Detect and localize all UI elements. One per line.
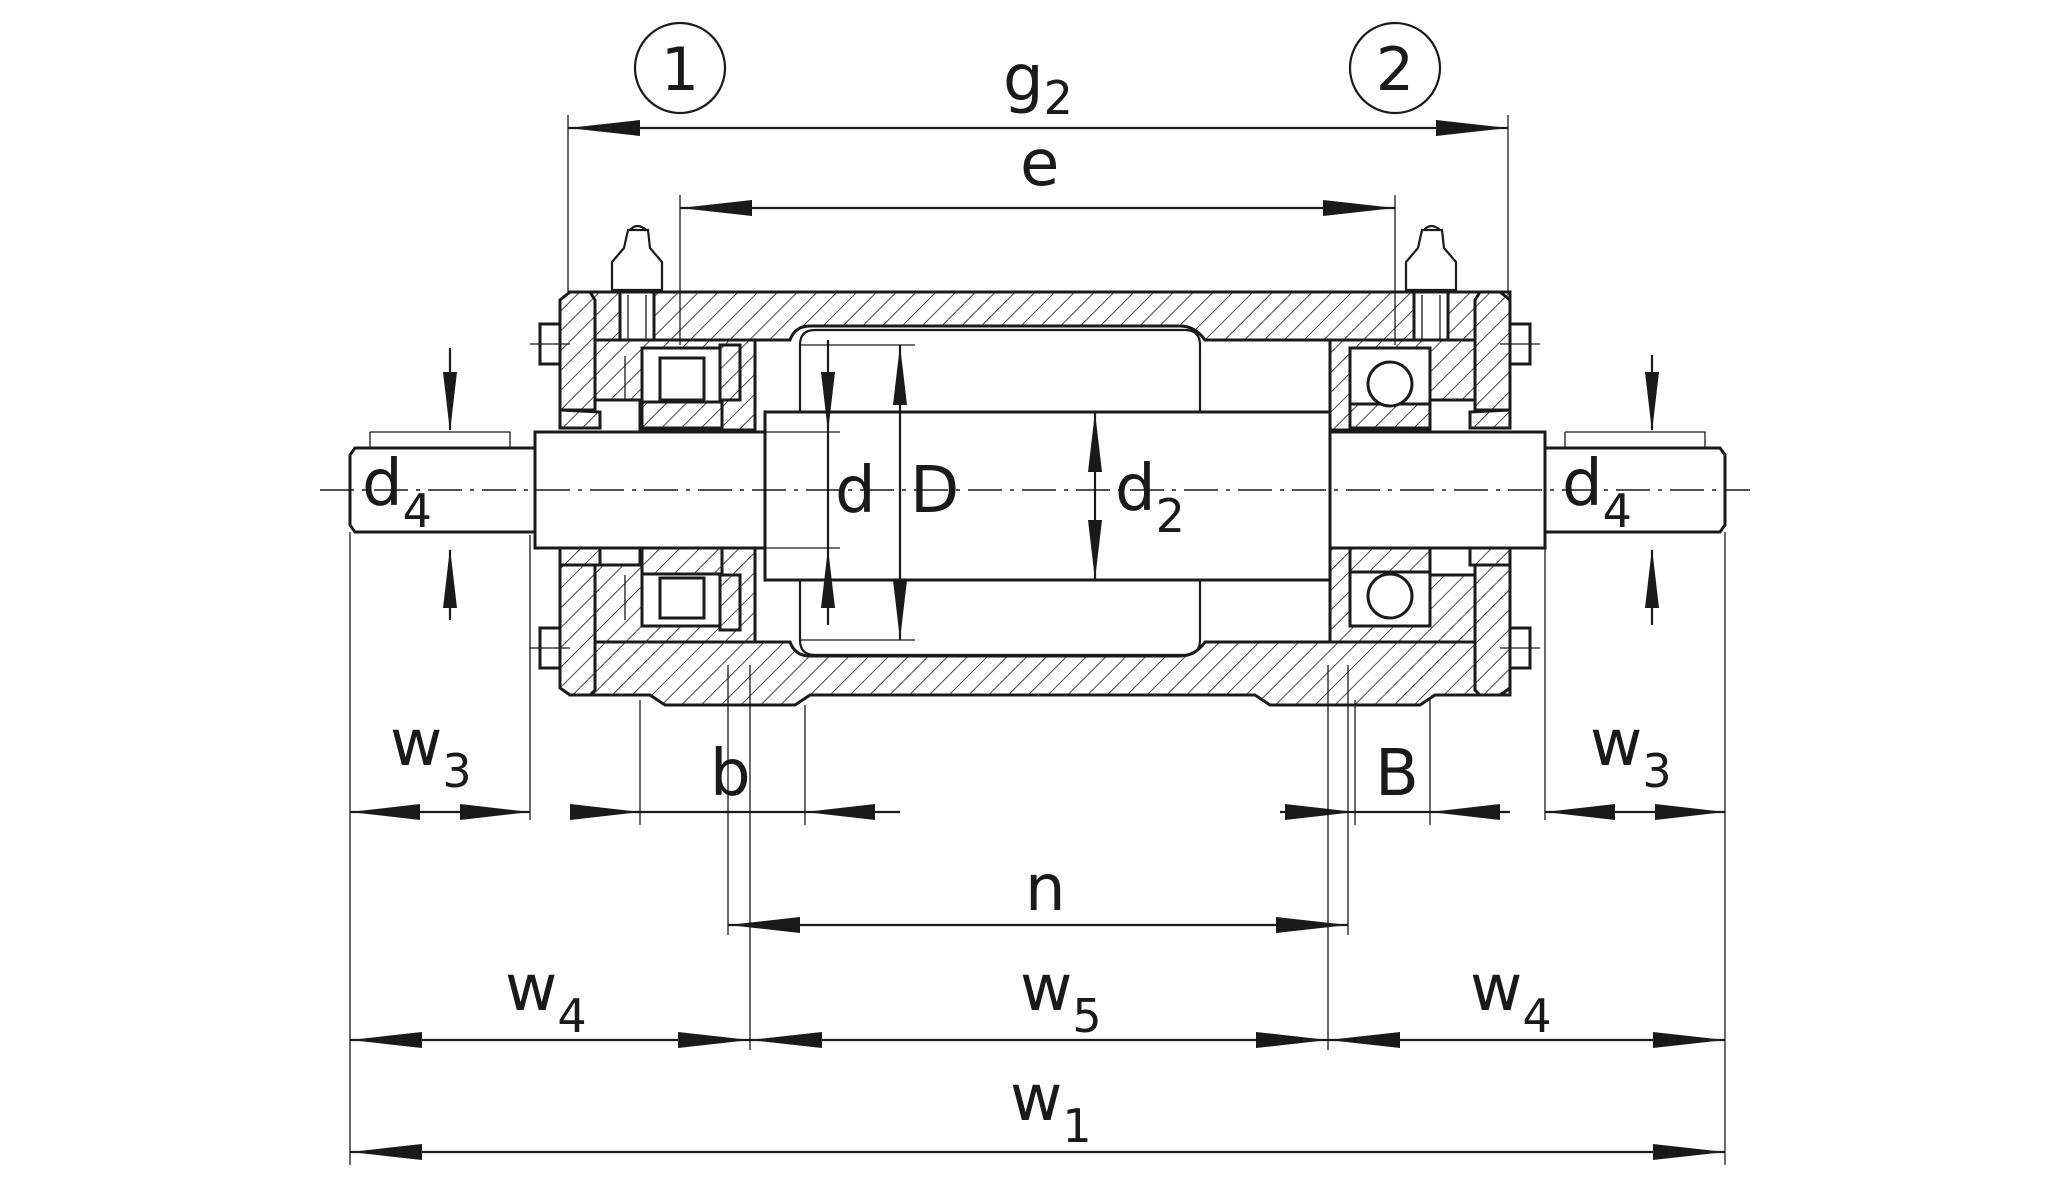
label-D: D [910, 454, 959, 528]
label-w4-right: w4 [1470, 952, 1552, 1043]
label-n: n [1025, 852, 1066, 926]
label-b: b [710, 737, 751, 811]
shaft [348, 328, 1727, 657]
callout-1-label: 1 [661, 35, 699, 105]
callout-1: 1 [633, 21, 727, 115]
label-w4-left: w4 [505, 952, 587, 1043]
extension-lines [349, 115, 1726, 1165]
label-d: d [835, 454, 876, 528]
label-e: e [1020, 127, 1059, 201]
dimension-labels: g2 e d4 d D d2 d4 w3 b B w3 n w4 w5 w4 w… [362, 42, 1672, 1153]
label-w1: w1 [1010, 1062, 1092, 1153]
callout-2-label: 2 [1376, 35, 1414, 105]
label-d4-right: d4 [1562, 447, 1632, 538]
label-B: B [1375, 737, 1419, 811]
label-w5: w5 [1020, 952, 1102, 1043]
label-w3-left: w3 [390, 707, 472, 798]
label-g2: g2 [1003, 42, 1073, 125]
bolts [530, 322, 1540, 670]
label-d4-left: d4 [362, 447, 432, 538]
right-grease-nipple [1404, 224, 1458, 342]
left-grease-nipple [610, 224, 664, 342]
left-roller-bearing [558, 338, 757, 644]
dimension-lines [350, 120, 1725, 1160]
label-w3-right: w3 [1590, 707, 1672, 798]
callout-2: 2 [1348, 21, 1442, 115]
label-d2: d2 [1115, 452, 1185, 543]
right-ball-bearing [1328, 338, 1512, 644]
